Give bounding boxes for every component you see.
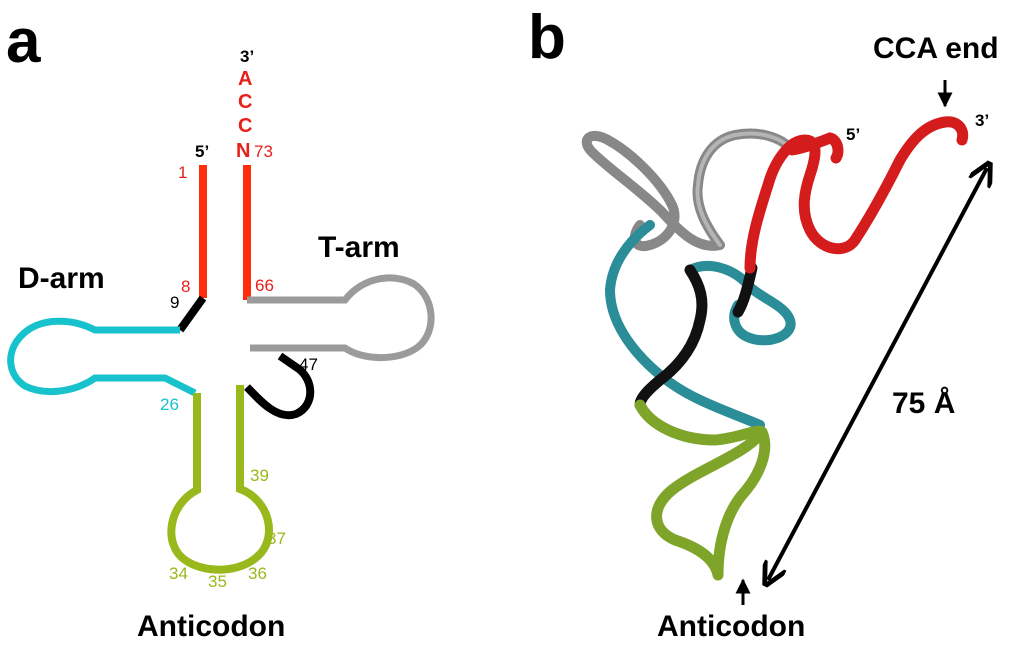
position-73: 73 <box>254 142 273 161</box>
acceptor-3prime-end: 3’ <box>240 47 254 66</box>
position-34: 34 <box>169 564 188 583</box>
acceptor-nt-c1: C <box>238 91 252 113</box>
d-arm-label: D-arm <box>18 262 105 295</box>
panel-b-letter: b <box>528 3 566 72</box>
anticodon-label-b: Anticodon <box>657 610 805 643</box>
position-8: 8 <box>181 277 190 296</box>
t-arm-label: T-arm <box>318 231 400 264</box>
distance-arrow <box>768 168 987 580</box>
variable-loop <box>244 352 315 420</box>
panel-b: b CCA end 5’ 3’ 75 Å Anticodon <box>528 3 999 643</box>
position-36: 36 <box>248 564 267 583</box>
linker-8-9 <box>176 295 207 333</box>
acceptor-nt-a: A <box>238 68 252 90</box>
acceptor-nt-c2: C <box>238 115 252 137</box>
panel-a: a 3’ A C C N 73 5’ 1 8 9 66 47 26 39 37 … <box>6 7 435 643</box>
acceptor-nt-n: N <box>236 140 250 162</box>
tube-t-arm-highlight <box>695 131 794 247</box>
tube-anticodon-arm <box>634 399 771 581</box>
position-39: 39 <box>250 466 269 485</box>
panel-a-letter: a <box>6 7 41 76</box>
acceptor-5prime-end: 5’ <box>195 142 209 161</box>
position-66: 66 <box>255 276 274 295</box>
anticodon-label-a: Anticodon <box>137 610 285 643</box>
t-arm-stem-loop <box>247 274 435 362</box>
d-arm-stem-loop <box>7 317 197 397</box>
anticodon-stem-loop <box>167 385 273 574</box>
position-26: 26 <box>160 395 179 414</box>
position-37: 37 <box>267 529 286 548</box>
position-9: 9 <box>170 293 179 312</box>
position-47: 47 <box>299 355 318 374</box>
position-1: 1 <box>178 163 187 182</box>
tube-3prime-end: 3’ <box>975 111 989 130</box>
tube-linker <box>634 264 708 411</box>
tube-5prime-end: 5’ <box>846 125 860 144</box>
position-35: 35 <box>208 572 227 591</box>
tube-5prime-tail <box>786 132 844 164</box>
cca-end-label: CCA end <box>873 32 999 65</box>
distance-label: 75 Å <box>892 387 955 420</box>
